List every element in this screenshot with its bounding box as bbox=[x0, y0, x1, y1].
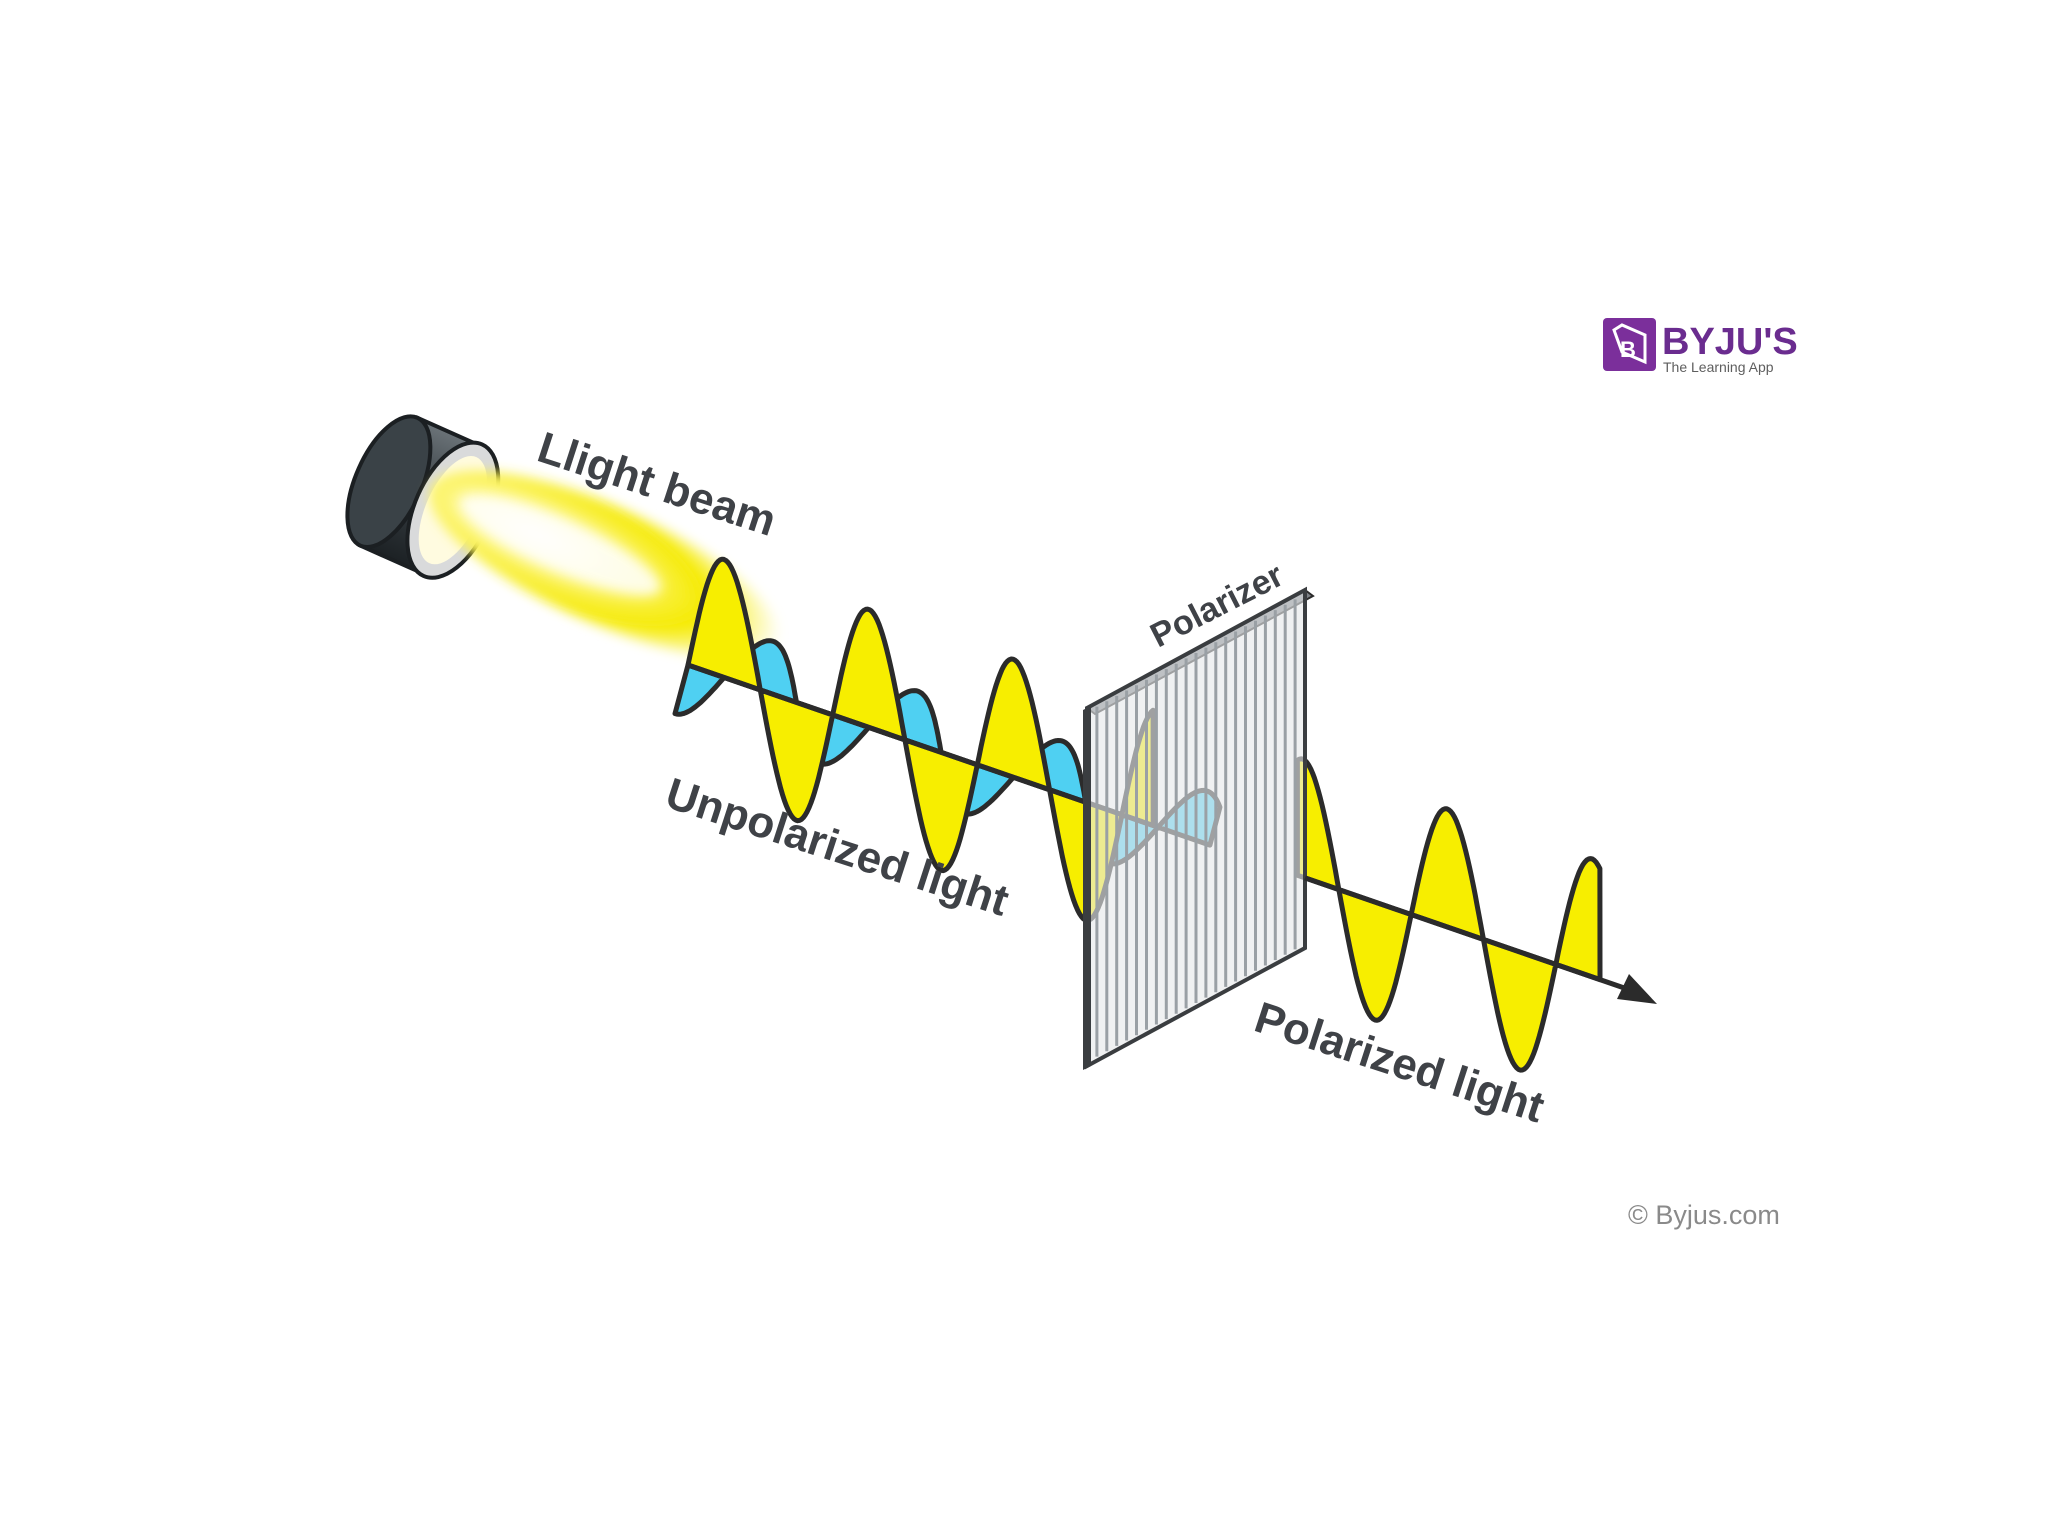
arrow-head-icon bbox=[1617, 974, 1657, 1004]
logo-letter: B bbox=[1620, 337, 1636, 362]
copyright-text: © Byjus.com bbox=[1628, 1200, 1780, 1230]
byjus-logo: B BYJU'S The Learning App bbox=[1603, 318, 1798, 375]
logo-tagline: The Learning App bbox=[1663, 359, 1774, 375]
logo-name: BYJU'S bbox=[1662, 321, 1798, 363]
